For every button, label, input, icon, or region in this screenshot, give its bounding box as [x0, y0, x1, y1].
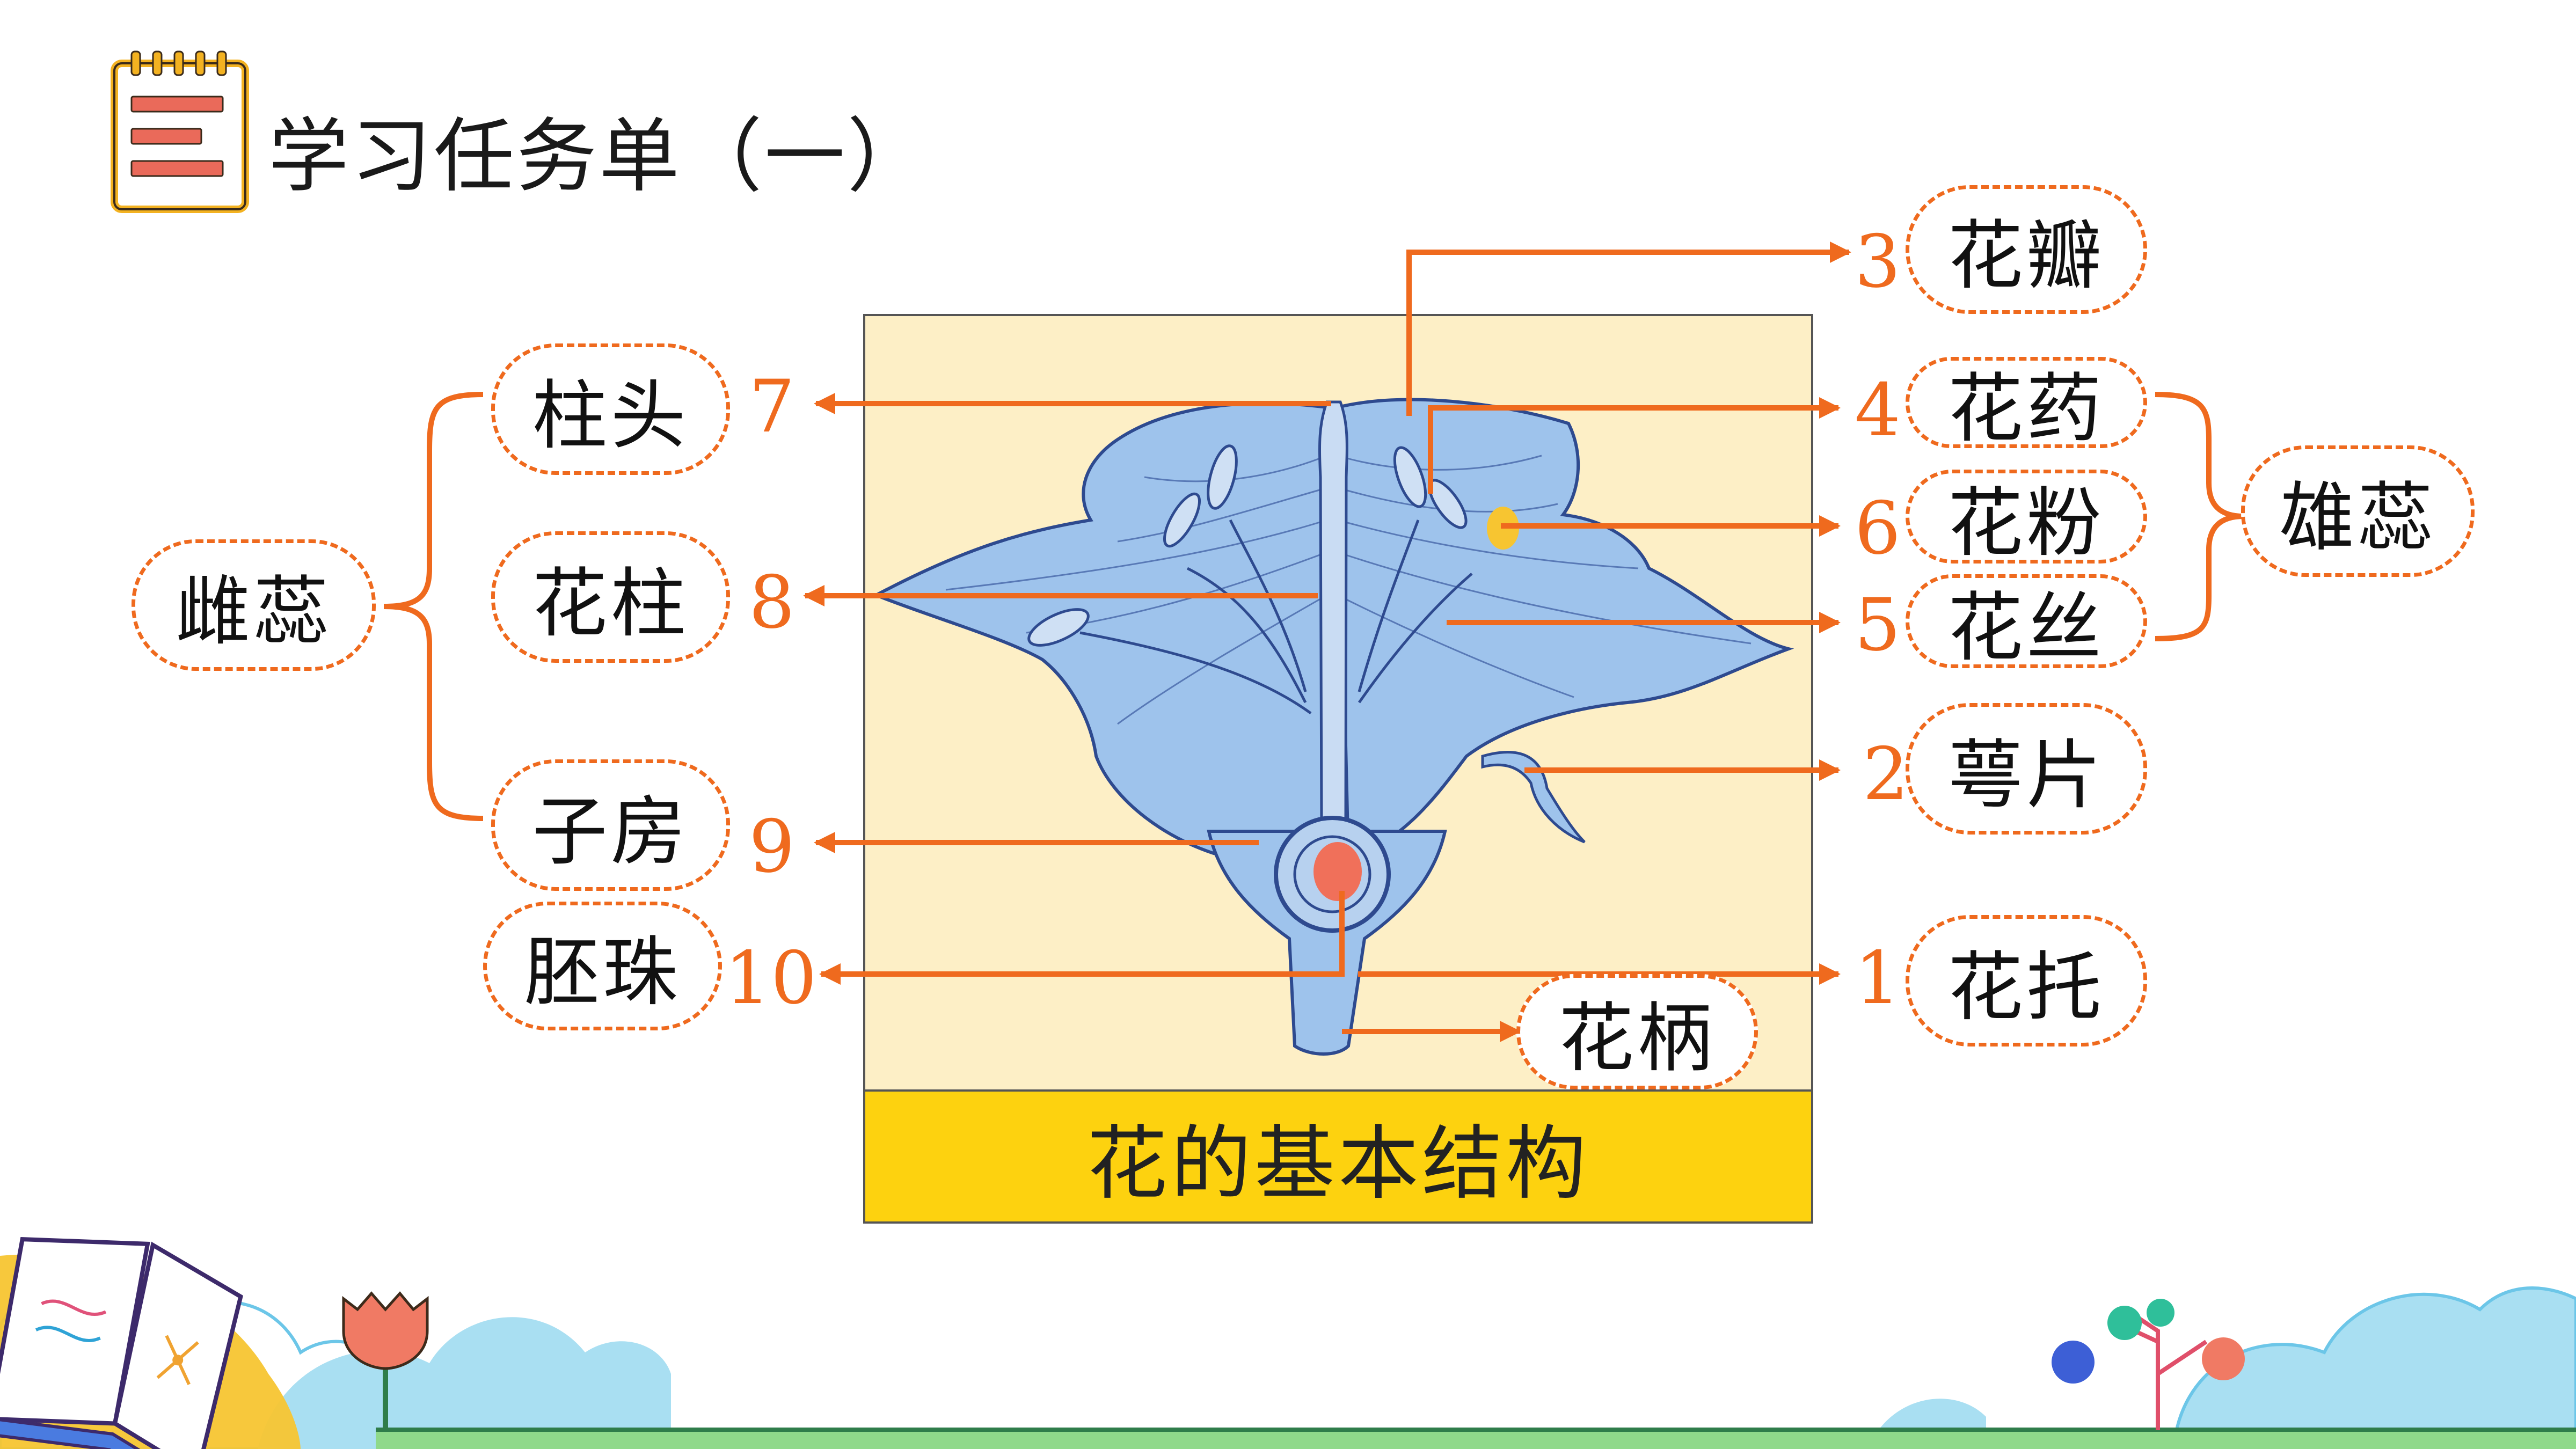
- part-number-7: 7: [749, 364, 795, 449]
- brace-pistil: [383, 392, 484, 821]
- part-number-10: 10: [725, 936, 817, 1020]
- part-number-6: 6: [1855, 486, 1901, 570]
- label-pollen: 花粉: [1906, 470, 2147, 567]
- label-sepal: 萼片: [1906, 703, 2147, 835]
- part-number-4: 4: [1855, 368, 1901, 452]
- tulip-icon: [342, 1291, 429, 1430]
- label-stamen-group: 雄蕊: [2241, 445, 2475, 577]
- label-receptacle: 花托: [1906, 915, 2147, 1046]
- label-filament: 花丝: [1906, 574, 2147, 672]
- leader-line-3: [1406, 241, 1851, 416]
- notebook-list-icon: [111, 50, 249, 213]
- diagram-caption: 花的基本结构: [1086, 1117, 1589, 1211]
- label-stigma: 柱头: [491, 343, 730, 475]
- lollipop-tree-icon: [2052, 1299, 2245, 1430]
- label-style: 花柱: [491, 531, 730, 663]
- part-number-8: 8: [749, 560, 795, 645]
- part-number-2: 2: [1863, 732, 1909, 816]
- part-number-3: 3: [1855, 219, 1901, 304]
- label-ovule: 胚珠: [483, 902, 722, 1030]
- flower-longitudinal-section: [872, 398, 1794, 1056]
- label-ovary: 子房: [491, 759, 730, 891]
- sepal: [1481, 751, 1586, 844]
- ovule-marker: [1313, 842, 1362, 901]
- part-number-1: 1: [1855, 936, 1901, 1020]
- page-title: 学习任务单（一）: [268, 110, 930, 203]
- caption-bar: 花的基本结构: [863, 1089, 1813, 1224]
- label-pistil-group: 雌蕊: [132, 539, 376, 671]
- label-pedicel: 花柄: [1516, 974, 1758, 1089]
- label-petal: 花瓣: [1906, 185, 2147, 314]
- brace-stamen: [2155, 392, 2244, 641]
- part-number-9: 9: [749, 804, 795, 889]
- leader-line-4: [1428, 397, 1841, 494]
- bottom-decorations: [0, 1236, 2576, 1449]
- leader-line-10: [819, 891, 1345, 985]
- open-book-icon: [0, 1236, 243, 1449]
- part-number-5: 5: [1855, 583, 1901, 667]
- label-anther: 花药: [1906, 357, 2147, 453]
